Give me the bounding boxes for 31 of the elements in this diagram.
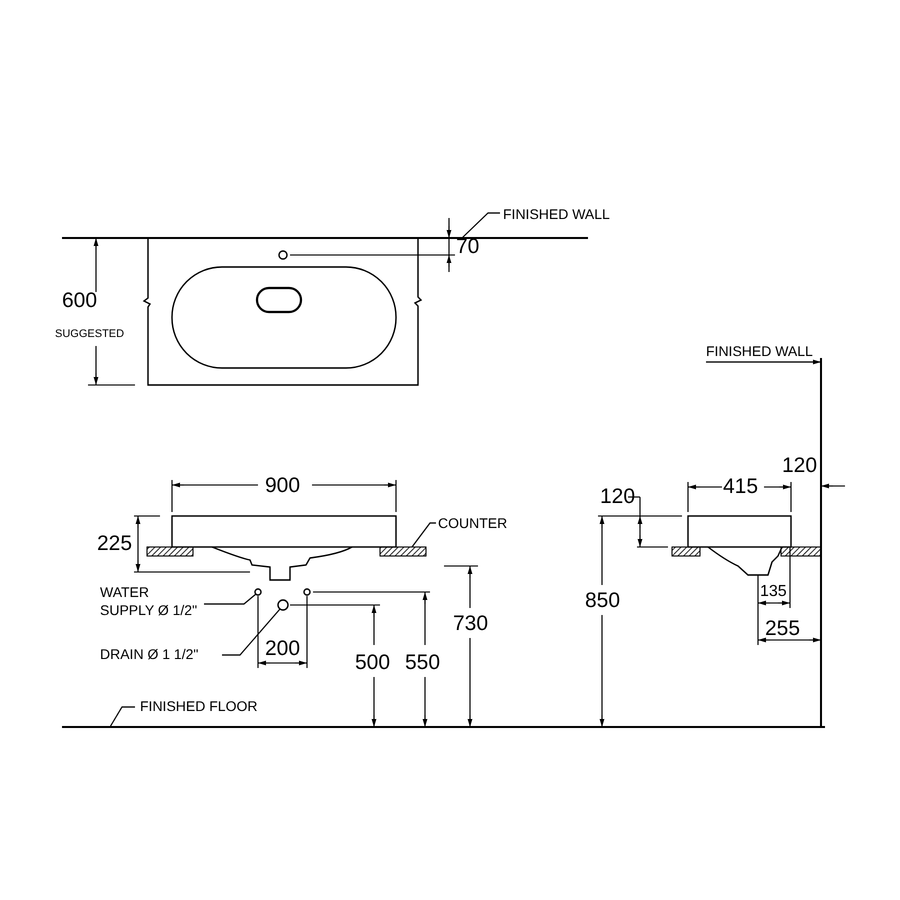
- leader-line: [204, 594, 256, 605]
- leader-text: FINISHED WALL: [706, 344, 813, 358]
- dimension-label: 850: [585, 590, 620, 611]
- leader-line: [706, 360, 821, 364]
- supply-hole: [254, 588, 262, 596]
- dimension-label: 730: [453, 613, 488, 634]
- leader-text: FINISHED FLOOR: [140, 699, 258, 713]
- dimension-label: 120: [600, 486, 636, 507]
- leader-text: COUNTER: [438, 516, 508, 530]
- dimension-label: 500: [355, 652, 390, 673]
- wall-line: [62, 237, 588, 239]
- drain-hole: [277, 599, 289, 611]
- dimension-label: 415: [723, 476, 758, 497]
- leader-line: [412, 522, 436, 548]
- dimension-label: 550: [405, 652, 440, 673]
- note-text: SUGGESTED: [55, 329, 124, 340]
- dimension-label: 120: [782, 455, 818, 476]
- dimension-label: 600: [62, 290, 98, 311]
- floor-line: [62, 726, 825, 728]
- dimension-label: 225: [97, 533, 132, 554]
- wall-line: [820, 358, 822, 727]
- dimension-label: 900: [265, 475, 300, 496]
- dimension-label: 200: [265, 638, 300, 659]
- leader-line: [462, 212, 500, 238]
- leader-text: DRAIN Ø 1 1/2": [100, 647, 198, 661]
- counter-slab: [380, 546, 426, 556]
- leader-line: [109, 706, 135, 728]
- leader-line: [222, 608, 280, 656]
- leader-text: FINISHED WALL: [503, 207, 610, 221]
- leader-text: WATER SUPPLY Ø 1/2": [100, 583, 204, 620]
- dimension-label: 255: [765, 618, 800, 639]
